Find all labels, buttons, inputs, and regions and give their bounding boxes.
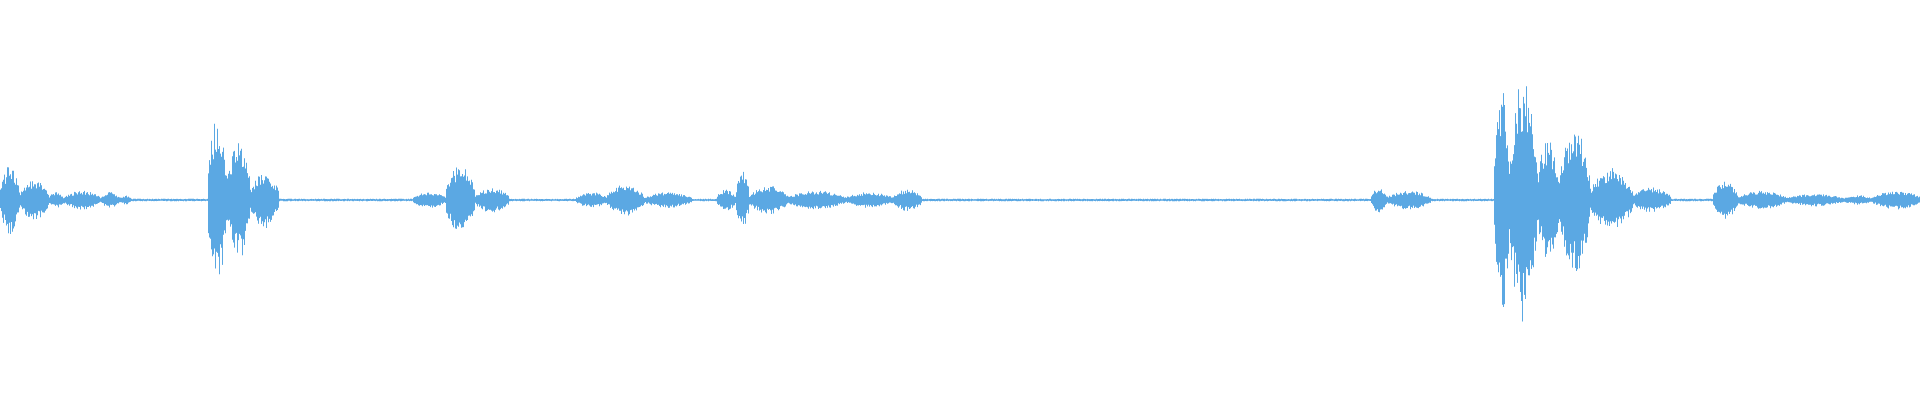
waveform-signal bbox=[0, 86, 1920, 322]
